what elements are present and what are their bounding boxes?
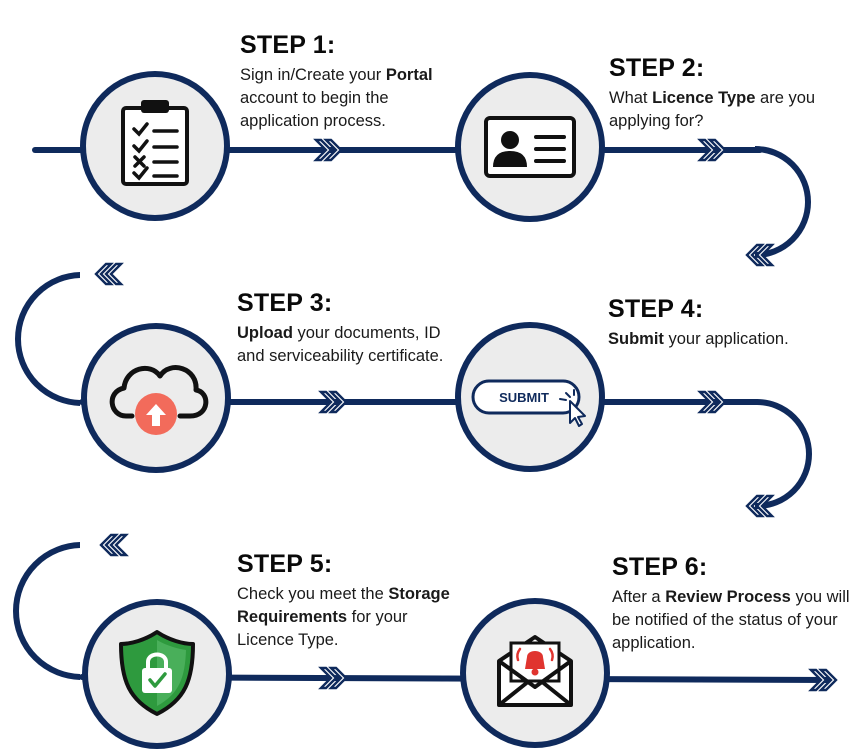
step-text-segment: for your Licence Type. [237, 608, 408, 649]
step-text-segment: What [609, 89, 653, 107]
submit-button-icon: SUBMIT [471, 379, 586, 427]
chevron-right-icon [808, 668, 838, 692]
step-text-segment: account to begin the application process… [240, 89, 389, 130]
step-text-emphasis: Licence Type [652, 89, 756, 107]
step-text-emphasis: Storage Requirements [237, 585, 450, 626]
step-5: STEP 5: Check you meet the Storage Requi… [237, 549, 467, 652]
step-title: STEP 1: [240, 31, 336, 59]
chevron-left-icon [99, 533, 129, 557]
step-title: STEP 6: [612, 553, 708, 581]
step-description: Upload your documents, ID and serviceabi… [237, 322, 467, 368]
chevron-left-icon [745, 494, 775, 518]
chevron-left-icon [745, 243, 775, 267]
step-title: STEP 5: [237, 550, 333, 578]
clipboard-checklist-icon [121, 100, 189, 186]
step-3: STEP 3: Upload your documents, ID and se… [237, 288, 467, 368]
submit-label: SUBMIT [499, 390, 549, 405]
shield-lock-icon [119, 630, 195, 716]
step-description: What Licence Type are you applying for? [609, 87, 829, 133]
chevron-right-icon [318, 390, 348, 414]
step-description: Sign in/Create your Portal account to be… [240, 64, 460, 133]
step-description: Submit your application. [608, 328, 848, 351]
chevron-right-icon [697, 390, 727, 414]
step-1: STEP 1: Sign in/Create your Portal accou… [240, 30, 460, 133]
curve-left-2 [13, 542, 80, 680]
step-text-emphasis: Review Process [665, 588, 791, 606]
id-card-icon [484, 116, 576, 178]
step-title: STEP 2: [609, 54, 705, 82]
step-text-segment: you will be notified of the status of yo… [612, 588, 850, 652]
chevron-left-icon [94, 262, 124, 286]
step-text-segment: your documents, ID and serviceability ce… [237, 324, 444, 365]
mail-notification-icon [497, 635, 573, 707]
chevron-arrows [94, 138, 838, 692]
chevron-right-icon [318, 666, 348, 690]
step-text-emphasis: Upload [237, 324, 293, 342]
step-text-segment: Check you meet the [237, 585, 389, 603]
cloud-upload-icon [109, 365, 209, 435]
step-text-segment: your application. [663, 330, 789, 348]
step-text-emphasis: Submit [608, 330, 664, 348]
step-2: STEP 2: What Licence Type are you applyi… [609, 53, 829, 133]
chevron-right-icon [697, 138, 727, 162]
curve-right-2 [755, 399, 812, 509]
step-description: After a Review Process you will be notif… [612, 586, 852, 655]
step-4: STEP 4: Submit your application. [608, 294, 848, 351]
curve-right-1 [755, 146, 811, 258]
step-text-segment: are you applying for? [609, 89, 816, 130]
step-title: STEP 4: [608, 295, 704, 323]
step-text-segment: Sign in/Create your [240, 66, 386, 84]
step-title: STEP 3: [237, 289, 333, 317]
curve-left-1 [15, 272, 80, 406]
chevron-right-icon [313, 138, 343, 162]
step-description: Check you meet the Storage Requirements … [237, 583, 467, 652]
step-6: STEP 6: After a Review Process you will … [612, 552, 852, 655]
step-text-segment: After a [612, 588, 666, 606]
step-text-emphasis: Portal [385, 66, 433, 84]
